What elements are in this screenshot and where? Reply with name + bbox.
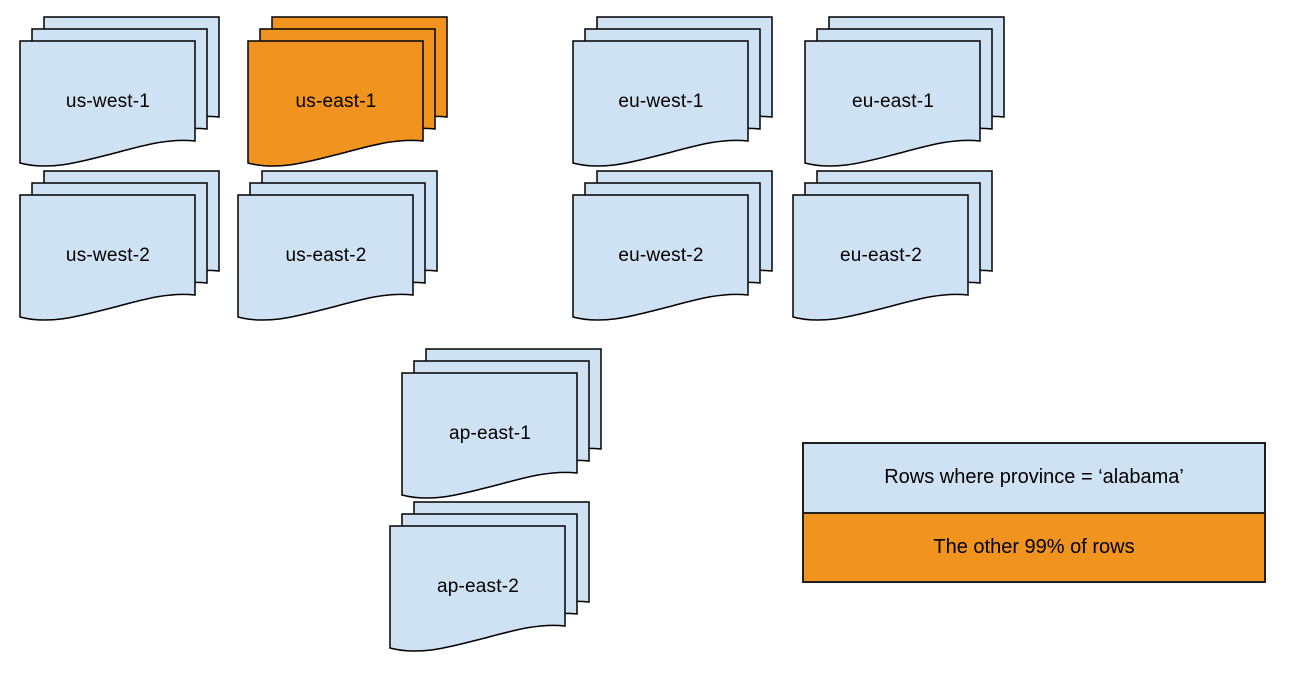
doc-stack-us-west-1: us-west-1 [19,16,222,172]
stack-label: us-west-1 [65,91,151,112]
doc-stack-us-west-2: us-west-2 [19,170,222,326]
doc-stack-eu-east-1: eu-east-1 [804,16,1007,172]
legend-item-alabama-rows: Rows where province = ‘alabama’ [804,444,1264,512]
doc-stack-eu-west-2: eu-west-2 [572,170,775,326]
stack-label: eu-east-2 [839,245,923,266]
legend: Rows where province = ‘alabama’ The othe… [802,442,1266,583]
stack-label: us-east-2 [285,245,367,266]
stack-label: us-west-2 [65,245,151,266]
doc-stack-us-east-2: us-east-2 [237,170,440,326]
legend-item-other-rows: The other 99% of rows [804,511,1264,581]
doc-stack-eu-east-2: eu-east-2 [792,170,995,326]
stack-label: ap-east-2 [436,576,520,597]
stack-label: eu-east-1 [851,91,935,112]
doc-stack-eu-west-1: eu-west-1 [572,16,775,172]
doc-stack-ap-east-1: ap-east-1 [401,348,604,504]
stack-label: us-east-1 [295,91,377,112]
doc-stack-ap-east-2: ap-east-2 [389,501,592,657]
stack-label: eu-west-2 [618,245,704,266]
stack-label: eu-west-1 [618,91,704,112]
stack-label: ap-east-1 [448,423,532,444]
doc-stack-us-east-1: us-east-1 [247,16,450,172]
